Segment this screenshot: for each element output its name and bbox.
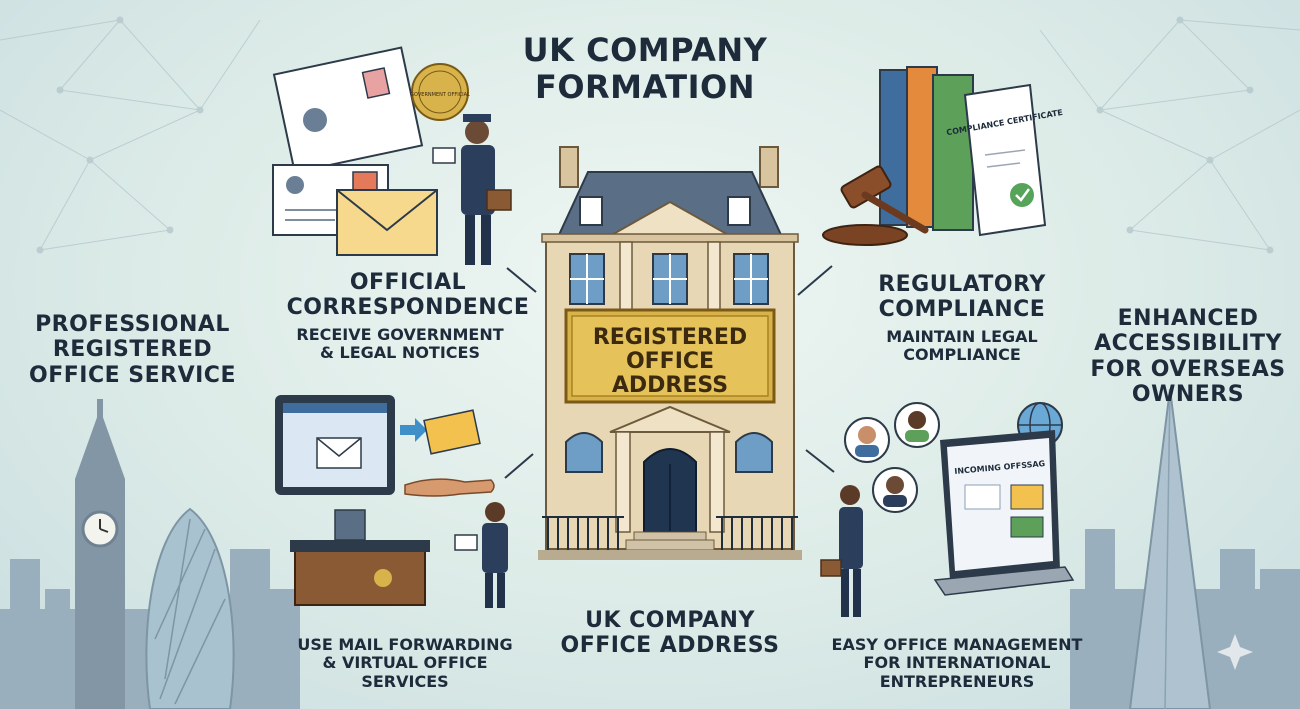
avatar-icon-3 xyxy=(872,467,918,513)
office-address-label: UK COMPANY OFFICE ADDRESS xyxy=(560,608,780,659)
feature-correspondence-subtitle: RECEIVE GOVERNMENT & LEGAL NOTICES xyxy=(296,325,504,363)
left-banner-text: PROFESSIONAL REGISTERED OFFICE SERVICE xyxy=(29,312,236,388)
sparkle-icon xyxy=(1217,634,1253,670)
big-ben-icon xyxy=(75,399,125,709)
feature-compliance-title: REGULATORY COMPLIANCE xyxy=(878,272,1046,323)
forward-arrow-icon xyxy=(400,418,427,442)
feature-correspondence-title: OFFICIAL CORRESPONDENCE xyxy=(286,270,530,321)
avatar-icon-2 xyxy=(894,402,940,448)
postman-icon xyxy=(432,114,512,265)
shard-icon xyxy=(1128,388,1212,709)
international-management-illustration: INCOMING OFFSSAG xyxy=(820,402,1075,617)
right-banner-text: ENHANCED ACCESSIBILITY FOR OVERSEAS OWNE… xyxy=(1090,306,1286,407)
computer-monitor-icon xyxy=(275,395,395,495)
certificate-icon xyxy=(963,83,1047,237)
receptionist-icon xyxy=(454,502,508,608)
regulatory-compliance-illustration: COMPLIANCE CERTIFICATE xyxy=(822,66,1063,246)
envelope-flying-icon xyxy=(423,409,481,455)
london-skyline-right xyxy=(1070,388,1300,709)
mail-forwarding-illustration xyxy=(275,395,508,608)
reception-desk-icon xyxy=(290,509,430,606)
binders-icon xyxy=(879,66,974,231)
gherkin-icon xyxy=(145,507,235,709)
registered-office-building: REGISTERED OFFICE ADDRESS xyxy=(538,146,802,560)
plaque-line-3: ADDRESS xyxy=(612,373,728,398)
page-title: UK COMPANY FORMATION xyxy=(522,31,768,106)
plaque-line-1: REGISTERED xyxy=(593,325,747,350)
stamp-text: GOVERNMENT OFFICIAL xyxy=(410,92,470,98)
london-skyline-left xyxy=(0,399,300,709)
feature-compliance-subtitle: MAINTAIN LEGAL COMPLIANCE xyxy=(886,327,1038,365)
official-correspondence-illustration: GOVERNMENT OFFICIAL xyxy=(272,46,512,265)
feature-international-subtitle: EASY OFFICE MANAGEMENT FOR INTERNATIONAL… xyxy=(831,635,1083,691)
avatar-icon-1 xyxy=(844,417,890,463)
laptop-icon xyxy=(933,430,1075,596)
hand-icon xyxy=(404,478,495,497)
stamp-icon xyxy=(411,63,469,121)
envelope-yellow-icon xyxy=(336,189,438,256)
envelope-icon xyxy=(272,46,424,174)
gavel-icon xyxy=(822,165,929,246)
businessman-icon xyxy=(820,485,863,617)
plaque-line-2: OFFICE xyxy=(626,349,714,374)
feature-mail-forwarding-subtitle: USE MAIL FORWARDING & VIRTUAL OFFICE SER… xyxy=(297,635,513,691)
